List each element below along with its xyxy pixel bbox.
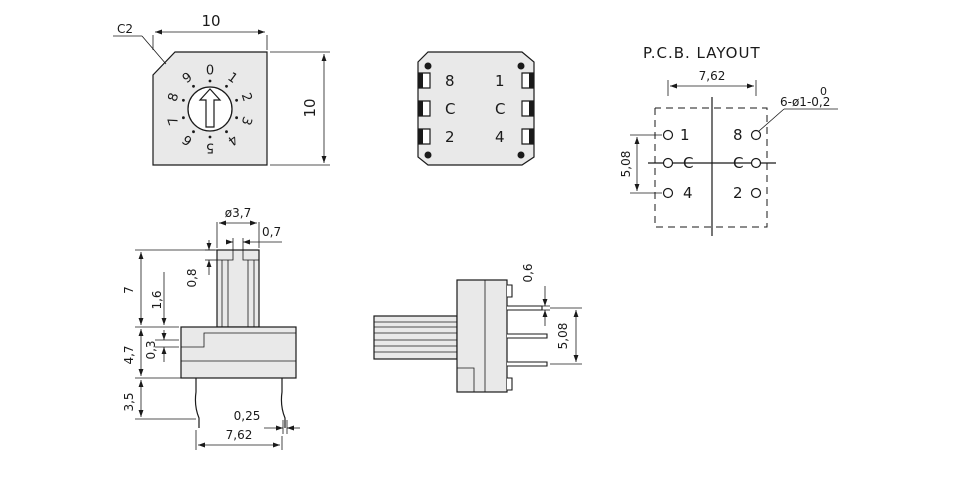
dial-tick (235, 98, 239, 102)
dial-digit: 0 (206, 64, 214, 79)
pcb-outline (654, 107, 768, 228)
hole-spec: 6-ø1-0,2 (780, 95, 830, 109)
pcb-label: 2 (733, 184, 743, 202)
front-shaft (373, 315, 458, 360)
front-body (456, 279, 508, 393)
pin-label: C (445, 100, 455, 118)
pcb-pitch-y-label: 5,08 (619, 151, 633, 178)
dial-digit: 5 (206, 140, 214, 155)
chamfer-label: C2 (117, 22, 133, 36)
front-pin-pitch-label: 5,08 (556, 323, 570, 350)
dial-tick (225, 130, 228, 134)
pin-label: 8 (445, 72, 455, 90)
pin-pitch-label: 7,62 (226, 428, 253, 442)
switch-body (180, 326, 297, 379)
body-height-label: 4,7 (122, 345, 136, 364)
top-width-label: 10 (201, 12, 220, 30)
mount-dot (424, 62, 432, 70)
pin-label: C (495, 100, 505, 118)
bottom-view-body (417, 51, 535, 166)
pcb-label: 1 (680, 126, 690, 144)
pcb-layout: P.C.B. LAYOUT 7,62 5,08 1 8 C C 4 2 0 6-… (619, 44, 838, 236)
pcb-hole (662, 157, 674, 169)
pin-length-label: 3,5 (122, 392, 136, 411)
dial-tick (208, 79, 212, 83)
pcb-layout-title: P.C.B. LAYOUT (643, 44, 761, 62)
front-pin (507, 284, 513, 298)
front-view: 0,6 5,08 (373, 263, 582, 393)
right-pin (280, 378, 286, 428)
dial-tick (208, 135, 212, 139)
pin-label: 2 (445, 128, 455, 146)
dial-arrow-icon (198, 88, 222, 128)
dial-tick (192, 84, 195, 88)
mount-dot (517, 151, 525, 159)
pin-label: 1 (495, 72, 505, 90)
left-pin (194, 378, 200, 428)
front-pin-width-label: 0,6 (521, 263, 535, 282)
top-height-label: 10 (301, 98, 319, 117)
pcb-hole (750, 187, 762, 199)
shaft-step-label: 1,6 (150, 290, 164, 309)
shaft-diameter-label: ø3,7 (225, 206, 251, 220)
dial-tick (182, 98, 185, 102)
shaft-height-label: 7 (122, 286, 136, 294)
pcb-label: C (733, 154, 743, 172)
dial-tick (225, 84, 228, 88)
pcb-hole (662, 187, 674, 199)
bottom-view: 8 C 2 1 C 4 (417, 51, 535, 166)
mount-dot (424, 151, 432, 159)
front-pin (507, 361, 548, 367)
side-view: ø3,7 0,7 0,8 7 1,6 4,7 0,3 3,5 (122, 206, 300, 450)
shaft (216, 249, 260, 328)
hole-tolerance: 0 (820, 85, 827, 98)
step-label: 0,3 (144, 340, 158, 359)
front-pin (507, 377, 513, 391)
pcb-hole (662, 129, 674, 141)
pcb-label: 8 (733, 126, 743, 144)
front-pin (507, 333, 548, 339)
dial-tick (182, 116, 185, 120)
pin-thickness-label: 0,25 (234, 409, 261, 423)
pcb-hole (750, 129, 762, 141)
pcb-label: C (683, 154, 693, 172)
pin-label: 4 (495, 128, 505, 146)
front-pin (507, 305, 543, 311)
pcb-label: 4 (683, 184, 693, 202)
mount-dot (517, 62, 525, 70)
dial-tick (192, 130, 195, 134)
pcb-hole (750, 157, 762, 169)
dial-tick (235, 116, 239, 120)
pcb-pitch-x-label: 7,62 (699, 69, 726, 83)
slot-depth-label: 0,8 (185, 268, 199, 287)
slot-width-label: 0,7 (262, 225, 281, 239)
